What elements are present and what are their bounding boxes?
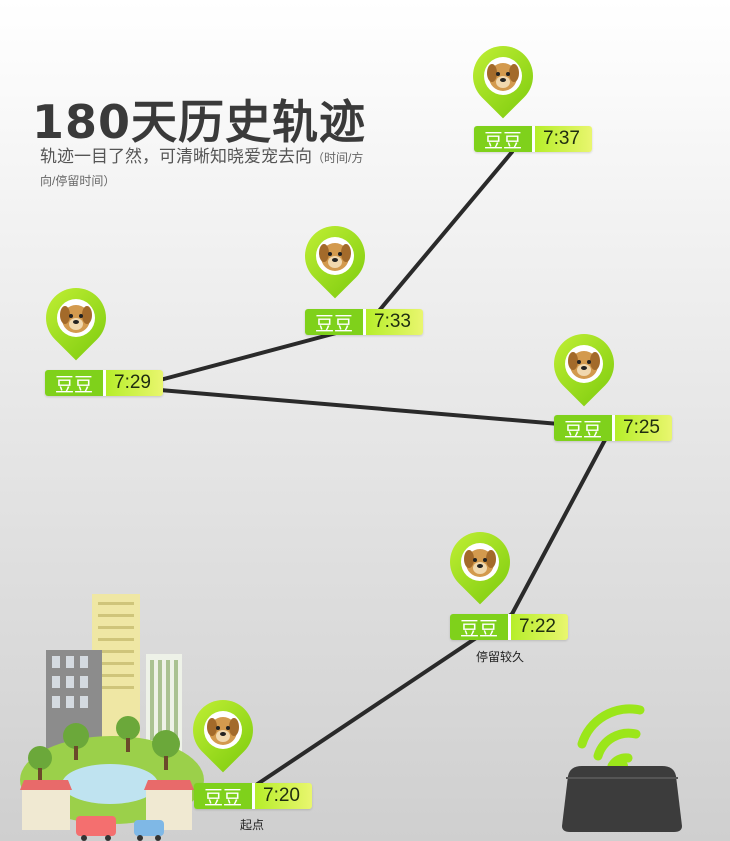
route-segment: [254, 612, 514, 787]
time-label: 7:22: [511, 614, 568, 640]
route-segment: [510, 436, 608, 616]
wifi-router-icon: [562, 704, 682, 832]
wifi-arc: [577, 704, 645, 749]
city-illustration: [20, 594, 204, 841]
pet-name-label: 豆豆: [474, 126, 536, 152]
dog-avatar-icon: [565, 345, 603, 383]
time-label: 7:25: [615, 415, 672, 441]
location-pin-icon: [33, 275, 119, 368]
marker-tag[interactable]: 豆豆 7:29: [45, 370, 163, 396]
route-segment: [158, 330, 342, 382]
dog-avatar-icon: [484, 57, 522, 95]
wifi-arc: [607, 753, 633, 771]
marker-tag[interactable]: 豆豆 7:33: [305, 309, 423, 335]
time-label: 7:33: [366, 309, 423, 335]
pet-name-label: 豆豆: [554, 415, 616, 441]
pet-name-label: 豆豆: [305, 309, 367, 335]
dog-avatar-icon: [204, 711, 242, 749]
marker-tag[interactable]: 豆豆 7:25: [554, 415, 672, 441]
time-label: 7:20: [255, 783, 312, 809]
marker-tag[interactable]: 豆豆 7:37: [474, 126, 592, 152]
pet-name-label: 豆豆: [45, 370, 107, 396]
dog-avatar-icon: [57, 299, 95, 337]
time-label: 7:37: [535, 126, 592, 152]
pet-name-label: 豆豆: [194, 783, 256, 809]
pet-name-label: 豆豆: [450, 614, 512, 640]
location-pin-icon: [180, 687, 266, 780]
marker-tag[interactable]: 豆豆 7:22: [450, 614, 568, 640]
page-subtitle: 轨迹一目了然，可清晰知晓爱宠去向（时间/方向/停留时间）: [40, 146, 370, 192]
location-pin-icon: [292, 213, 378, 306]
subtitle-main: 轨迹一目了然，可清晰知晓爱宠去向: [40, 147, 312, 166]
marker-tag[interactable]: 豆豆 7:20: [194, 783, 312, 809]
location-pin-icon: [460, 33, 546, 126]
page-title: 180天历史轨迹: [32, 95, 367, 149]
route-segment: [376, 150, 514, 314]
location-pin-icon: [541, 321, 627, 414]
stay-note: 停留较久: [476, 650, 525, 664]
start-note: 起点: [240, 818, 265, 832]
dog-avatar-icon: [316, 237, 354, 275]
route-segment: [158, 388, 608, 430]
subtitle-note: （时间/方向/停留时间）: [40, 151, 364, 188]
wifi-arc: [593, 728, 641, 761]
time-label: 7:29: [106, 370, 163, 396]
dog-avatar-icon: [461, 543, 499, 581]
location-pin-icon: [437, 519, 523, 612]
